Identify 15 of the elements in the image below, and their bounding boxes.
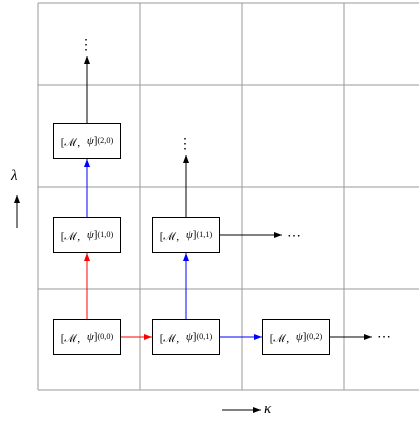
arrow — [220, 232, 282, 238]
ellipsis: ⋮ — [179, 133, 191, 155]
arrow — [84, 252, 90, 320]
ellipsis: ⋯ — [372, 329, 396, 345]
arrow — [183, 154, 189, 218]
axis-label: λ — [11, 168, 18, 185]
arrow — [120, 334, 152, 340]
ellipsis: ⋮ — [80, 34, 92, 56]
axis-label: κ — [264, 401, 272, 418]
arrow — [183, 252, 189, 320]
arrow — [84, 56, 90, 124]
arrow — [220, 334, 262, 340]
arrow — [84, 158, 90, 218]
arrow — [330, 334, 372, 340]
ellipsis: ⋯ — [282, 228, 306, 244]
